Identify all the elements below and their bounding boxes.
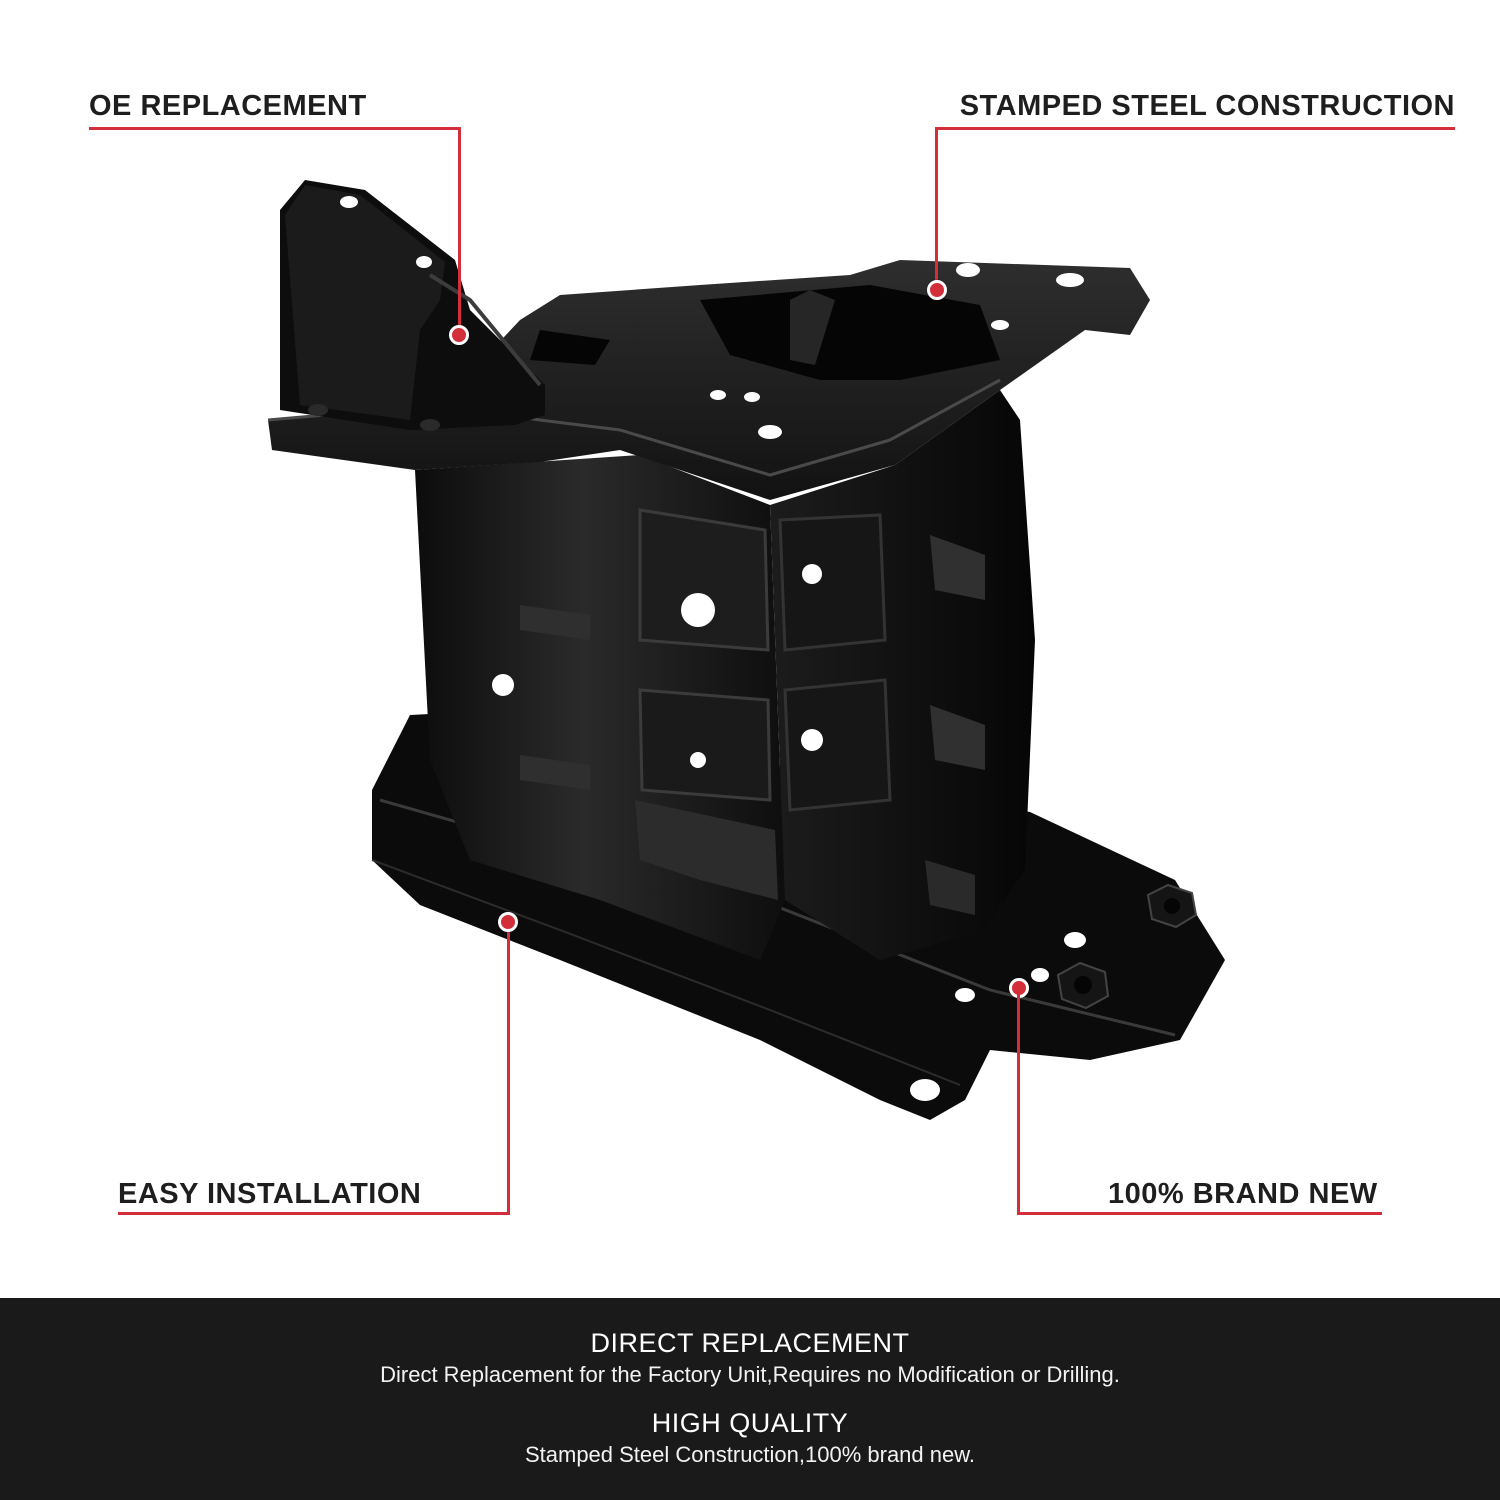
feature-title-direct-replacement: DIRECT REPLACEMENT (590, 1328, 910, 1358)
feature-footer: DIRECT REPLACEMENT Direct Replacement fo… (0, 1298, 1500, 1500)
callout-line (118, 1212, 510, 1215)
callout-line (935, 127, 1455, 130)
callout-stamped-steel: STAMPED STEEL CONSTRUCTION (959, 90, 1455, 122)
feature-title-high-quality: HIGH QUALITY (651, 1408, 849, 1438)
feature-text-high-quality: Stamped Steel Construction,100% brand ne… (524, 1442, 976, 1467)
callout-marker (498, 912, 518, 932)
bumper-bracket-image (267, 180, 1225, 1120)
callout-line (507, 922, 510, 1214)
callout-line (458, 127, 461, 335)
callout-brand-new: 100% BRAND NEW (1108, 1178, 1378, 1210)
callout-line (89, 127, 460, 130)
callout-marker (449, 325, 469, 345)
callout-line (935, 127, 938, 282)
feature-text-direct-replacement: Direct Replacement for the Factory Unit,… (380, 1362, 1120, 1387)
callout-line (1017, 994, 1020, 1214)
callout-marker (927, 280, 947, 300)
nut (1056, 961, 1110, 1010)
callout-oe-replacement: OE REPLACEMENT (89, 90, 367, 122)
callout-line (1017, 1212, 1382, 1215)
nut (1146, 883, 1198, 929)
callout-easy-installation: EASY INSTALLATION (118, 1178, 422, 1210)
